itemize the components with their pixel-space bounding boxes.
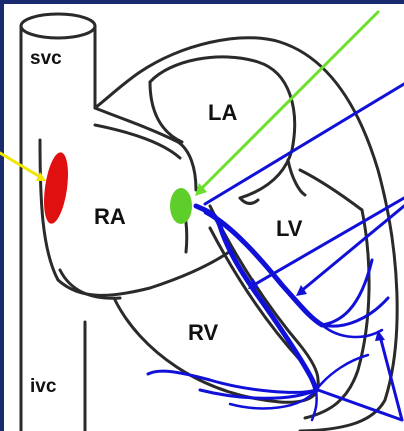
tricuspid-valve-line bbox=[148, 248, 234, 290]
purkinje-lv-4 bbox=[314, 353, 370, 392]
right-ventricle-floor bbox=[113, 298, 320, 404]
left-atrium-outline bbox=[148, 55, 297, 200]
left-bundle-pointer-arrowhead bbox=[296, 285, 307, 296]
left-ventricle-roof bbox=[298, 168, 364, 212]
svc-label: svc bbox=[30, 48, 62, 69]
his-bundle-pointer-line bbox=[203, 82, 404, 206]
sa-node-pointer-line bbox=[0, 151, 44, 180]
av-node-pointer-line bbox=[198, 10, 380, 192]
right-atrium-inner-floor bbox=[58, 268, 122, 300]
purkinje-rv-2 bbox=[198, 388, 318, 400]
purkinje-rv-3 bbox=[228, 388, 318, 410]
right-bundle-pointer-line bbox=[250, 196, 404, 288]
purkinje-pointer-line-1 bbox=[378, 334, 404, 422]
purkinje-pointer-line-2 bbox=[316, 388, 404, 422]
right-bundle-pointer-arrowhead bbox=[248, 278, 259, 289]
right-ventricle-label: RV bbox=[188, 320, 218, 345]
pointer-lines bbox=[0, 10, 404, 422]
frame-border-top bbox=[0, 0, 404, 4]
heart-outer-wall bbox=[93, 36, 399, 431]
purkinje-lv-1 bbox=[320, 258, 374, 327]
av-node-pointer-arrowhead bbox=[195, 183, 207, 196]
right-atrium-lower-wall bbox=[38, 138, 152, 297]
frame-border-left bbox=[0, 0, 4, 431]
purkinje-lv-3 bbox=[320, 323, 384, 339]
purkinje-rv-1 bbox=[146, 369, 318, 394]
mitral-valve-left bbox=[286, 158, 307, 197]
interventricular-septum-left bbox=[208, 204, 320, 382]
conduction-system bbox=[146, 203, 390, 422]
av-node-icon bbox=[170, 188, 192, 224]
ivc-label: ivc bbox=[30, 376, 57, 397]
purkinje-lv-2 bbox=[320, 296, 390, 328]
vena-cava bbox=[19, 12, 97, 431]
left-ventricle-label: LV bbox=[276, 216, 303, 241]
right-atrium-inner-roof bbox=[93, 123, 182, 160]
mitral-valve-cusp bbox=[238, 196, 260, 205]
left-bundle-branch bbox=[203, 209, 325, 328]
interventricular-septum-right bbox=[208, 226, 302, 362]
purkinje-pointer-arrowhead-1 bbox=[375, 330, 385, 341]
right-atrium-label: RA bbox=[94, 204, 126, 229]
right-atrium-roof bbox=[93, 106, 198, 192]
left-bundle-pointer-line bbox=[298, 204, 404, 294]
sa-node-icon bbox=[44, 152, 68, 224]
left-atrium-inner-wall bbox=[148, 80, 184, 144]
sa-node-pointer-arrowhead bbox=[36, 172, 46, 181]
svc-opening bbox=[19, 12, 97, 40]
left-atrium-label: LA bbox=[208, 100, 237, 125]
purkinje-apex bbox=[310, 388, 318, 422]
